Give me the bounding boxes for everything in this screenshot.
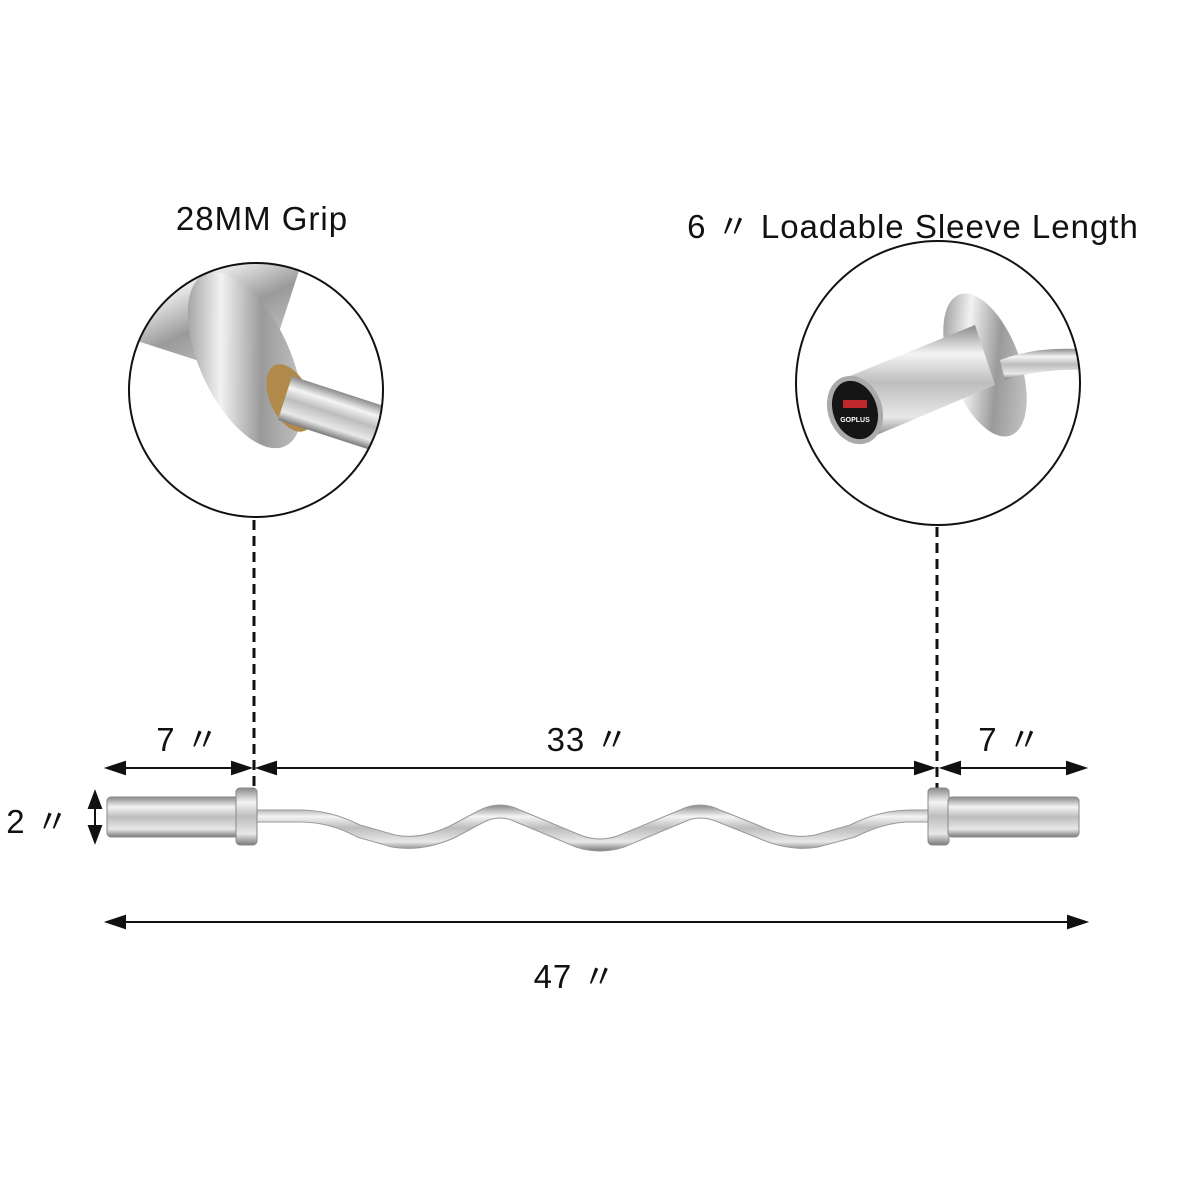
curl-bar [106,787,1080,852]
right-sleeve-dimension: 7 〃 [978,721,1042,758]
sleeve-heading: 6 〃 Loadable Sleeve Length [687,208,1139,245]
center-dimension: 33 〃 [546,721,630,758]
dimension-arrows [87,760,1090,930]
total-length-dimension: 47 〃 [533,958,617,995]
goplus-logo: GOPLUS [840,417,870,424]
sleeve-detail-circle: GOPLUS [795,240,1081,526]
grip-detail-circle [128,262,384,518]
left-sleeve-dimension: 7 〃 [156,721,220,758]
grip-heading: 28MM Grip [175,200,349,237]
diameter-dimension: 2 〃 [6,803,70,840]
